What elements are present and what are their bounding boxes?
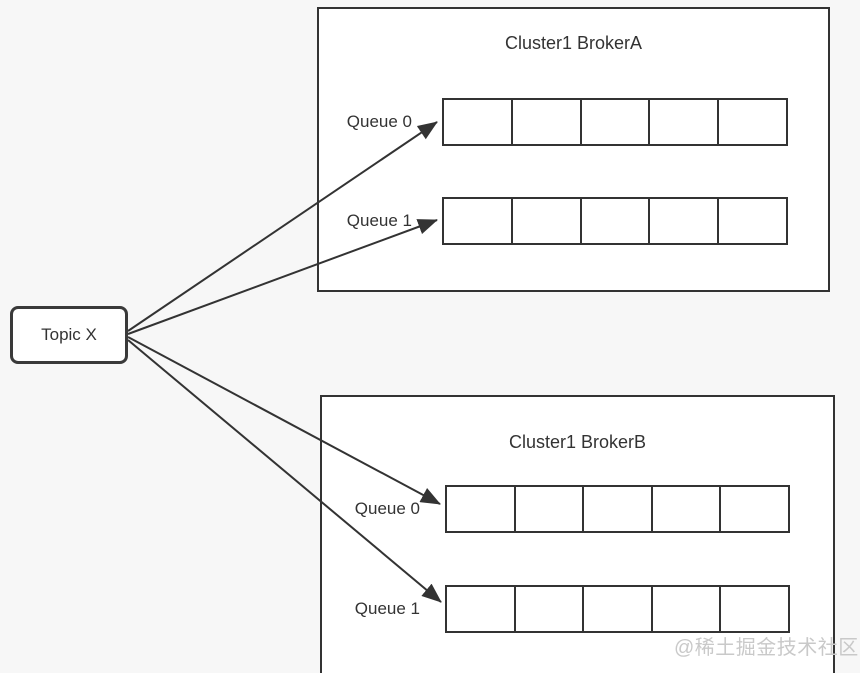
broker-b-queue-0-label: Queue 0 [354,499,420,518]
topic-x-label: Topic X [41,325,97,344]
queue-cell [581,100,651,144]
queue-cell [515,487,585,531]
queue-cell [444,100,513,144]
broker-b-queue-1-row [445,585,790,633]
queue-cell [650,100,720,144]
broker-a-queue-1-label: Queue 1 [346,211,412,230]
node-topic-x: Topic X [10,306,128,364]
queue-cell [584,587,653,631]
queue-cell [512,199,582,243]
queue-cell [719,100,786,144]
queue-cell [652,487,722,531]
broker-a-queue-0-row [442,98,788,146]
queue-cell [650,199,720,243]
broker-a-queue-0-label: Queue 0 [346,112,412,131]
node-broker-a: Cluster1 BrokerA Queue 0 Queue 1 [317,7,830,292]
broker-b-queue-0-row [445,485,790,533]
broker-a-title: Cluster1 BrokerA [504,33,643,53]
queue-cell [581,199,651,243]
queue-cell [512,100,582,144]
watermark-text: @稀土掘金技术社区 [674,637,859,659]
broker-b-queue-1-label: Queue 1 [354,599,420,618]
queue-cell [447,587,516,631]
queue-cell [652,587,722,631]
queue-cell [444,199,513,243]
broker-a-queue-1-row [442,197,788,245]
queue-cell [721,587,788,631]
queue-cell [721,487,788,531]
broker-b-title: Cluster1 BrokerB [508,432,647,452]
queue-cell [584,487,653,531]
queue-cell [515,587,585,631]
node-broker-b: Cluster1 BrokerB Queue 0 Queue 1 [320,395,835,673]
queue-cell [447,487,516,531]
queue-cell [719,199,786,243]
